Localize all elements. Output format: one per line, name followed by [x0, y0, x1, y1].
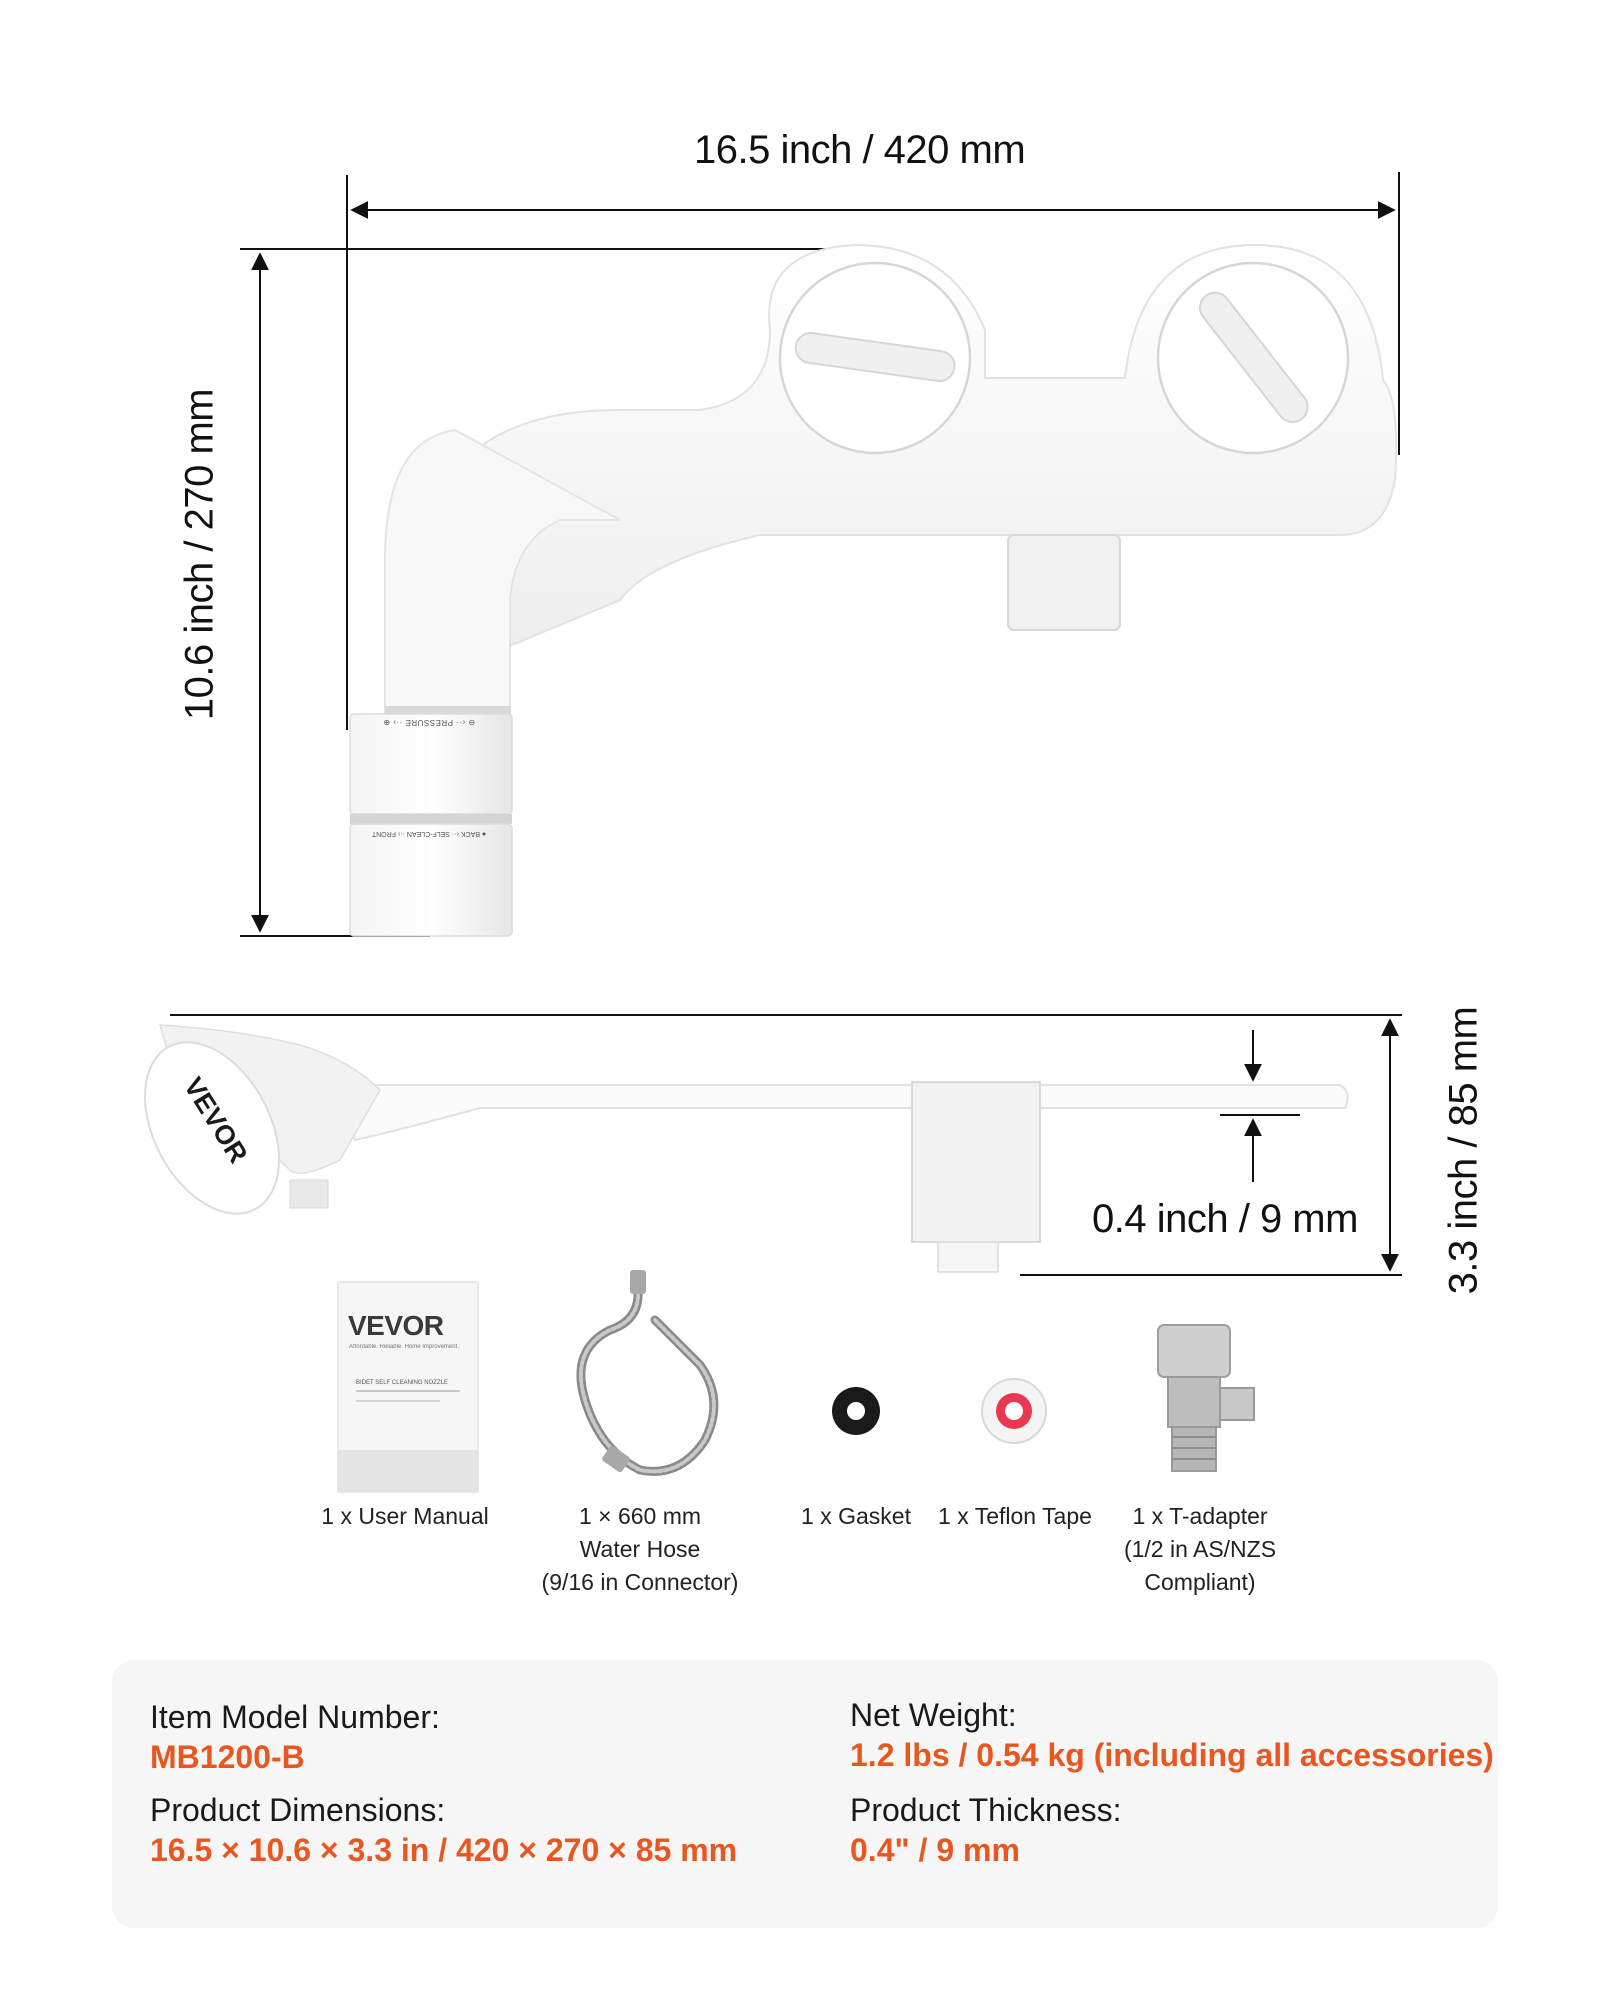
bidet-top-view — [349, 243, 1398, 937]
thickness-label: 0.4 inch / 9 mm — [1092, 1197, 1358, 1241]
spec-dimensions-label: Product Dimensions: — [150, 1792, 446, 1828]
bidet-side-view — [144, 1024, 1349, 1273]
spec-weight-label: Net Weight: — [850, 1697, 1017, 1733]
spec-thickness: Product Thickness: 0.4" / 9 mm — [850, 1790, 1122, 1870]
spec-weight-value: 1.2 lbs / 0.54 kg (including all accesso… — [850, 1737, 1494, 1773]
length-dimension — [346, 172, 1400, 730]
spec-model: Item Model Number: MB1200-B — [150, 1697, 440, 1777]
spec-weight: Net Weight: 1.2 lbs / 0.54 kg (including… — [850, 1695, 1494, 1775]
pressure-knob-label: ⊖ ‹·· PRESSURE ··› ⊕ — [382, 718, 476, 727]
manual-tagline: Affordable. Reliable. Home Improvement. — [349, 1344, 459, 1350]
manual-icon — [337, 1281, 479, 1493]
spec-panel — [112, 1660, 1498, 1928]
length-label: 16.5 inch / 420 mm — [694, 128, 1026, 172]
depth-label: 3.3 inch / 85 mm — [1441, 1006, 1486, 1295]
accessory-label-t-adapter: 1 x T-adapter (1/2 in AS/NZS Compliant) — [1123, 1503, 1277, 1595]
manual-title: BIDET SELF CLEANING NOZZLE — [356, 1380, 448, 1386]
spec-model-value: MB1200-B — [150, 1739, 305, 1775]
spec-thickness-value: 0.4" / 9 mm — [850, 1832, 1020, 1868]
accessory-label-manual: 1 x User Manual — [321, 1503, 489, 1529]
teflon-tape-icon — [981, 1378, 1047, 1444]
accessory-label-gasket: 1 x Gasket — [801, 1503, 911, 1529]
gasket-icon — [832, 1387, 880, 1435]
hose-icon — [576, 1270, 719, 1476]
depth-dimension — [170, 1014, 1402, 1276]
t-adapter-icon — [1157, 1324, 1255, 1472]
height-label: 10.6 inch / 270 mm — [177, 388, 222, 721]
accessory-label-teflon: 1 x Teflon Tape — [938, 1503, 1092, 1529]
mode-knob-label: ● BACK ‹·· SELF-CLEAN ··› FRONT — [371, 830, 487, 837]
spec-dimensions-value: 16.5 × 10.6 × 3.3 in / 420 × 270 × 85 mm — [150, 1832, 738, 1868]
spec-dimensions: Product Dimensions: 16.5 × 10.6 × 3.3 in… — [150, 1790, 737, 1870]
accessory-label-hose: 1 × 660 mm Water Hose (9/16 in Connector… — [541, 1503, 739, 1595]
spec-model-label: Item Model Number: — [150, 1699, 440, 1735]
spec-thickness-label: Product Thickness: — [850, 1792, 1122, 1828]
manual-brand: VEVOR — [348, 1310, 444, 1341]
